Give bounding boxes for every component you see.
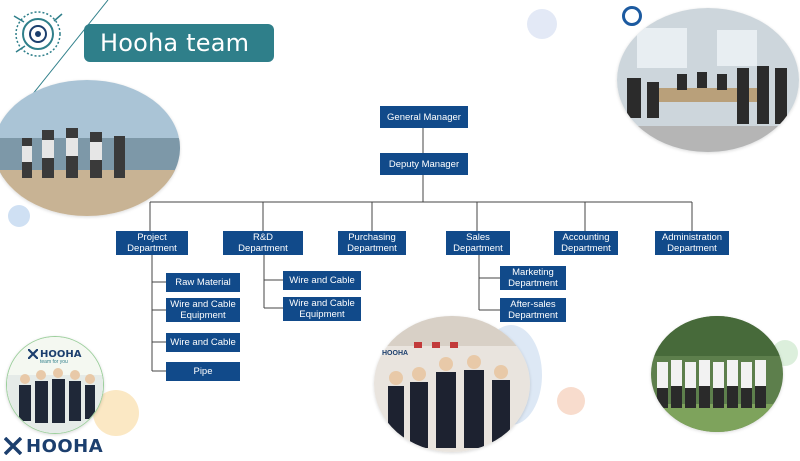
box-wire-cable-rnd: Wire and Cable [283, 271, 361, 290]
box-administration-department: Administration Department [655, 231, 729, 255]
page-title: Hooha team [84, 24, 274, 62]
hooha-x-icon [4, 437, 22, 455]
box-wire-cable-project: Wire and Cable [166, 333, 240, 352]
box-sales-department: Sales Department [446, 231, 510, 255]
box-wire-cable-equipment-rnd: Wire and Cable Equipment [283, 297, 361, 321]
badge-logo-text: HOOHA [40, 348, 82, 360]
beach-team-photo [0, 80, 180, 216]
decorative-circle [557, 387, 585, 415]
box-purchasing-department: Purchasing Department [338, 231, 406, 255]
box-raw-material: Raw Material [166, 273, 240, 292]
target-logo-icon [13, 11, 63, 57]
decorative-ring [622, 6, 642, 26]
garden-team-photo [651, 316, 783, 432]
booth-team-photo [374, 316, 530, 452]
box-pipe: Pipe [166, 362, 240, 381]
brand-logo-text: HOOHA [26, 435, 104, 457]
box-accounting-department: Accounting Department [554, 231, 618, 255]
box-after-sales-department: After-sales Department [500, 298, 566, 322]
decorative-line [31, 0, 109, 95]
decorative-circle [527, 9, 557, 39]
box-wire-cable-equipment-project: Wire and Cable Equipment [166, 298, 240, 322]
decorative-circle [8, 205, 30, 227]
badge-logo-tagline: team for you [40, 359, 68, 365]
box-marketing-department: Marketing Department [500, 266, 566, 290]
badge-logo: HOOHA team for you [28, 346, 88, 365]
hooha-x-icon [28, 349, 38, 359]
booth-sign: HOOHA [382, 350, 408, 357]
box-rnd-department: R&D Department [223, 231, 303, 255]
brand-logo-bottom: HOOHA [4, 434, 104, 458]
box-project-department: Project Department [116, 231, 188, 255]
box-general-manager: General Manager [380, 106, 468, 128]
box-deputy-manager: Deputy Manager [380, 153, 468, 175]
booth-sign-text: HOOHA [382, 350, 409, 357]
office-meeting-photo [617, 8, 799, 152]
